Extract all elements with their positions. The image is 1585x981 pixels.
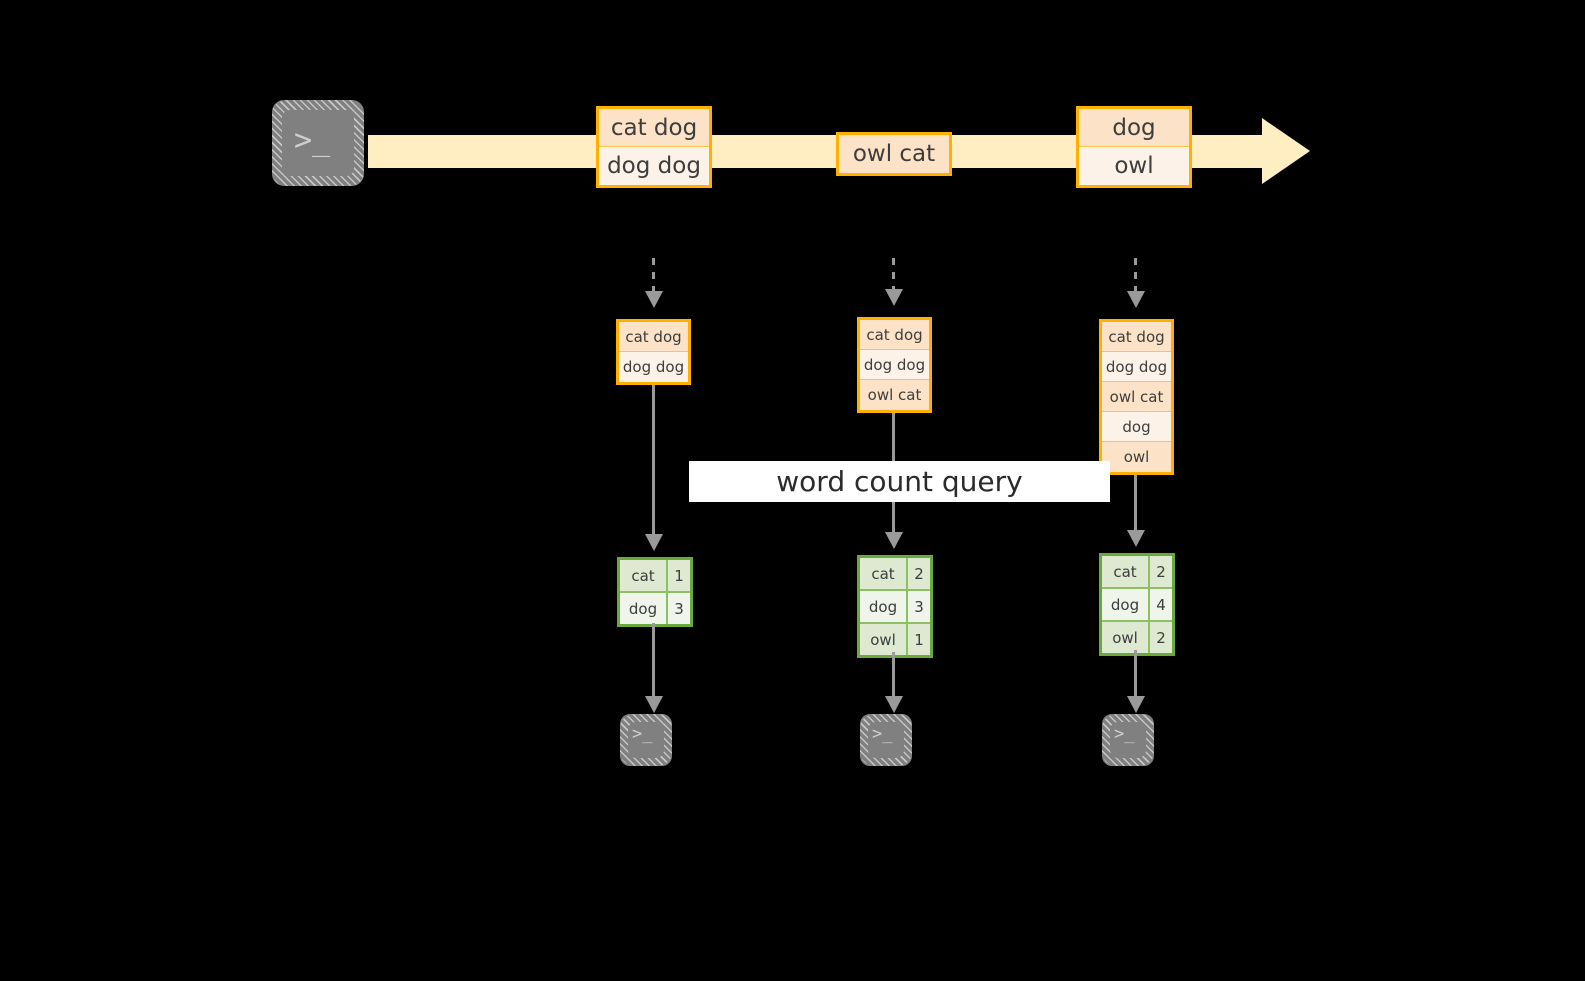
accumulated-line: cat dog: [619, 322, 688, 352]
result-count: 2: [1150, 556, 1172, 587]
arrow-head-icon: [1127, 696, 1145, 713]
result-word: cat: [620, 560, 668, 591]
sink-arrow-3: [1134, 650, 1137, 700]
accumulated-line: owl: [1102, 442, 1171, 472]
stream-event-batch-3: dog owl: [1076, 106, 1192, 188]
arrow-head-icon: [885, 532, 903, 549]
result-count: 1: [668, 560, 690, 591]
terminal-prompt-glyph: >_: [632, 724, 653, 744]
accumulated-line: owl cat: [860, 380, 929, 410]
dashed-connector-3: [1134, 258, 1137, 294]
stream-event-batch-2: owl cat: [836, 132, 952, 176]
accumulated-line: dog dog: [860, 350, 929, 380]
table-row: cat 2: [1102, 556, 1172, 589]
arrow-head-icon: [885, 696, 903, 713]
arrow-head-icon: [1127, 530, 1145, 547]
result-word: cat: [1102, 556, 1150, 587]
stream-arrowhead-icon: [1262, 118, 1310, 184]
arrow-head-icon: [885, 289, 903, 306]
result-word: dog: [1102, 589, 1150, 620]
accumulated-line: cat dog: [860, 320, 929, 350]
snapshot-2-accumulated-box: cat dog dog dog owl cat: [857, 317, 932, 413]
result-word: owl: [1102, 622, 1150, 653]
event-line: owl: [1079, 147, 1189, 185]
table-row: owl 1: [860, 624, 930, 655]
table-row: dog 3: [860, 591, 930, 624]
snapshot-2-sink-terminal-icon: >_: [860, 714, 912, 766]
arrow-head-icon: [645, 696, 663, 713]
query-label-text: word count query: [776, 465, 1023, 498]
result-count: 2: [908, 558, 930, 589]
snapshot-2-result-table: cat 2 dog 3 owl 1: [857, 555, 933, 658]
terminal-screen: >_: [1110, 722, 1146, 758]
event-line: dog dog: [599, 147, 709, 185]
query-arrow-1: [652, 385, 655, 537]
terminal-prompt-glyph: >_: [1114, 724, 1135, 744]
arrow-head-icon: [645, 291, 663, 308]
result-word: dog: [860, 591, 908, 622]
terminal-screen: >_: [628, 722, 664, 758]
arrow-head-icon: [645, 534, 663, 551]
terminal-prompt-glyph: >_: [294, 123, 331, 158]
result-count: 1: [908, 624, 930, 655]
table-row: cat 1: [620, 560, 690, 593]
dashed-connector-1: [652, 258, 655, 294]
result-word: owl: [860, 624, 908, 655]
accumulated-line: cat dog: [1102, 322, 1171, 352]
dashed-connector-2: [892, 258, 895, 292]
accumulated-line: dog: [1102, 412, 1171, 442]
query-label: word count query: [689, 461, 1110, 502]
stream-event-batch-1: cat dog dog dog: [596, 106, 712, 188]
snapshot-1-accumulated-box: cat dog dog dog: [616, 319, 691, 385]
table-row: dog 4: [1102, 589, 1172, 622]
snapshot-1-sink-terminal-icon: >_: [620, 714, 672, 766]
event-line: cat dog: [599, 109, 709, 147]
result-count: 2: [1150, 622, 1172, 653]
table-row: cat 2: [860, 558, 930, 591]
snapshot-3-result-table: cat 2 dog 4 owl 2: [1099, 553, 1175, 656]
result-count: 4: [1150, 589, 1172, 620]
table-row: owl 2: [1102, 622, 1172, 653]
accumulated-line: dog dog: [619, 352, 688, 382]
terminal-prompt-glyph: >_: [872, 724, 893, 744]
snapshot-3-sink-terminal-icon: >_: [1102, 714, 1154, 766]
event-line: owl cat: [839, 135, 949, 173]
sink-arrow-1: [652, 623, 655, 700]
terminal-screen: >_: [868, 722, 904, 758]
snapshot-1-result-table: cat 1 dog 3: [617, 557, 693, 627]
query-arrow-3: [1134, 475, 1137, 533]
sink-arrow-2: [892, 652, 895, 700]
result-count: 3: [908, 591, 930, 622]
accumulated-line: owl cat: [1102, 382, 1171, 412]
arrow-head-icon: [1127, 291, 1145, 308]
table-row: dog 3: [620, 593, 690, 624]
source-terminal-icon: >_: [272, 100, 364, 186]
result-word: dog: [620, 593, 668, 624]
result-count: 3: [668, 593, 690, 624]
accumulated-line: dog dog: [1102, 352, 1171, 382]
terminal-screen: >_: [282, 110, 354, 176]
event-line: dog: [1079, 109, 1189, 147]
snapshot-3-accumulated-box: cat dog dog dog owl cat dog owl: [1099, 319, 1174, 475]
result-word: cat: [860, 558, 908, 589]
